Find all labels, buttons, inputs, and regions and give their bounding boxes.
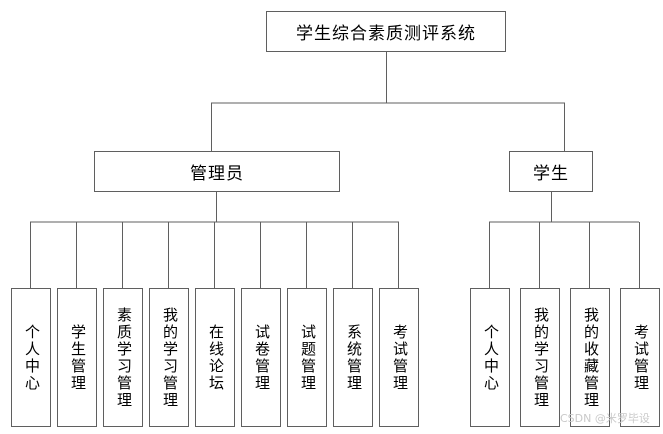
node-leaf-admin-1[interactable]: 个人中心 bbox=[11, 288, 51, 427]
node-leaf-admin-3-label: 素质学习管理 bbox=[114, 306, 133, 409]
node-leaf-admin-6-label: 试卷管理 bbox=[252, 323, 271, 392]
node-leaf-admin-6[interactable]: 试卷管理 bbox=[241, 288, 281, 427]
node-leaf-admin-7[interactable]: 试题管理 bbox=[287, 288, 327, 427]
node-leaf-student-3-label: 我的收藏管理 bbox=[581, 306, 600, 409]
node-leaf-student-2-label: 我的学习管理 bbox=[531, 306, 550, 409]
node-leaf-student-3[interactable]: 我的收藏管理 bbox=[570, 288, 610, 427]
node-leaf-admin-2[interactable]: 学生管理 bbox=[57, 288, 97, 427]
node-branch-admin-label: 管理员 bbox=[190, 164, 244, 184]
node-branch-student-label: 学生 bbox=[533, 164, 569, 184]
node-leaf-admin-4-label: 我的学习管理 bbox=[160, 306, 179, 409]
node-leaf-student-1[interactable]: 个人中心 bbox=[470, 288, 510, 427]
node-leaf-admin-5-label: 在线论坛 bbox=[206, 323, 225, 392]
node-leaf-admin-8-label: 系统管理 bbox=[344, 323, 363, 392]
node-leaf-student-1-label: 个人中心 bbox=[481, 323, 500, 392]
node-leaf-admin-3[interactable]: 素质学习管理 bbox=[103, 288, 143, 427]
node-root-system[interactable]: 学生综合素质测评系统 bbox=[266, 11, 506, 52]
node-branch-admin[interactable]: 管理员 bbox=[94, 151, 340, 192]
node-leaf-admin-5[interactable]: 在线论坛 bbox=[195, 288, 235, 427]
node-branch-student[interactable]: 学生 bbox=[509, 151, 593, 192]
node-leaf-student-2[interactable]: 我的学习管理 bbox=[520, 288, 560, 427]
watermark-text: CSDN @米罗毕设 bbox=[560, 412, 650, 425]
node-leaf-admin-2-label: 学生管理 bbox=[68, 323, 87, 392]
node-leaf-admin-4[interactable]: 我的学习管理 bbox=[149, 288, 189, 427]
node-leaf-admin-9-label: 考试管理 bbox=[390, 323, 409, 392]
node-leaf-admin-7-label: 试题管理 bbox=[298, 323, 317, 392]
node-leaf-admin-1-label: 个人中心 bbox=[22, 323, 41, 392]
node-leaf-student-4[interactable]: 考试管理 bbox=[620, 288, 660, 427]
node-root-label: 学生综合素质测评系统 bbox=[296, 24, 476, 44]
node-leaf-student-4-label: 考试管理 bbox=[631, 323, 650, 392]
node-leaf-admin-9[interactable]: 考试管理 bbox=[379, 288, 419, 427]
node-leaf-admin-8[interactable]: 系统管理 bbox=[333, 288, 373, 427]
